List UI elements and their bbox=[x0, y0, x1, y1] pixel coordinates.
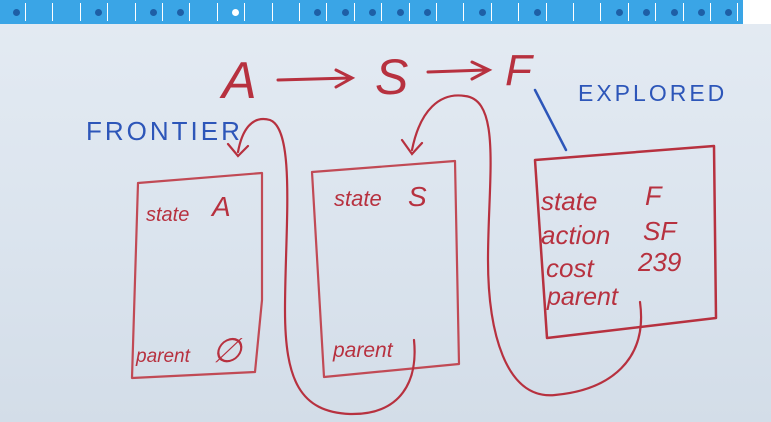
progress-marker-dot[interactable] bbox=[725, 9, 733, 16]
progress-marker-dot[interactable] bbox=[150, 9, 157, 16]
progress-segment[interactable] bbox=[521, 3, 547, 21]
card-f-state-label: state bbox=[541, 186, 597, 216]
progress-marker-dot[interactable] bbox=[177, 9, 185, 16]
card-f-action-value: SF bbox=[643, 216, 678, 246]
progress-segment[interactable] bbox=[603, 3, 629, 21]
progress-marker-dot[interactable] bbox=[533, 9, 541, 16]
progress-segment[interactable] bbox=[137, 3, 163, 21]
progress-marker-dot[interactable] bbox=[615, 9, 623, 16]
progress-segment[interactable] bbox=[630, 3, 657, 21]
progress-segment[interactable] bbox=[219, 3, 246, 21]
card-a-frame bbox=[130, 171, 264, 380]
card-a-parent-value: ∅ bbox=[212, 332, 243, 370]
sequence-node-a: A bbox=[219, 52, 257, 110]
sequence-node-f: F bbox=[505, 46, 534, 95]
progress-segment[interactable] bbox=[712, 3, 739, 21]
progress-marker-dot[interactable] bbox=[698, 9, 705, 16]
progress-marker-dot[interactable] bbox=[478, 9, 486, 16]
card-f-action-label: action bbox=[541, 220, 610, 250]
progress-segment[interactable] bbox=[192, 3, 218, 21]
progress-segment[interactable] bbox=[329, 3, 355, 21]
progress-segment[interactable] bbox=[685, 3, 711, 21]
progress-segment[interactable] bbox=[356, 3, 383, 21]
card-f-state-value: F bbox=[645, 181, 663, 211]
card-s-parent-label: parent bbox=[332, 339, 394, 362]
progress-segment[interactable] bbox=[411, 3, 437, 21]
progress-marker-dot[interactable] bbox=[396, 9, 404, 16]
arrow-s-to-f bbox=[426, 60, 493, 81]
sequence-node-s: S bbox=[375, 49, 408, 105]
progress-segment[interactable] bbox=[466, 3, 492, 21]
card-a-state-value: A bbox=[210, 191, 231, 222]
progress-segment[interactable] bbox=[658, 3, 684, 21]
progress-marker-dot[interactable] bbox=[95, 9, 103, 16]
progress-segment[interactable] bbox=[82, 3, 109, 21]
progress-segment[interactable] bbox=[548, 3, 574, 21]
progress-marker-dot[interactable] bbox=[670, 9, 678, 16]
arrow-a-to-s bbox=[276, 68, 356, 89]
progress-segment[interactable] bbox=[164, 3, 191, 21]
progress-segment[interactable] bbox=[27, 3, 54, 21]
progress-segment[interactable] bbox=[274, 3, 300, 21]
progress-segment[interactable] bbox=[438, 3, 465, 21]
card-f-cost-value: 239 bbox=[637, 247, 681, 277]
progress-marker-dot[interactable] bbox=[424, 9, 431, 16]
progress-segment[interactable] bbox=[110, 3, 136, 21]
card-s-parent-pointer bbox=[226, 117, 416, 416]
progress-marker-dot[interactable] bbox=[314, 9, 322, 16]
progress-segment[interactable] bbox=[247, 3, 273, 21]
progress-segment[interactable] bbox=[301, 3, 328, 21]
card-s-frame bbox=[310, 159, 461, 379]
card-a-state-label: state bbox=[146, 204, 189, 226]
progress-segment[interactable] bbox=[493, 3, 520, 21]
card-f-cost-label: cost bbox=[546, 253, 595, 283]
explored-label: EXPLORED bbox=[578, 80, 727, 106]
frontier-label: FRONTIER bbox=[86, 116, 243, 146]
card-f-parent-label: parent bbox=[546, 283, 619, 311]
card-s-state-value: S bbox=[408, 181, 427, 212]
progress-segment[interactable] bbox=[0, 3, 26, 21]
progress-strip-end bbox=[743, 0, 771, 24]
explored-pointer-line bbox=[533, 88, 568, 152]
progress-current-marker[interactable] bbox=[232, 9, 240, 16]
progress-segment[interactable] bbox=[55, 3, 81, 21]
progress-marker-dot[interactable] bbox=[341, 9, 349, 16]
progress-marker-dot[interactable] bbox=[643, 9, 651, 16]
card-f-parent-pointer bbox=[400, 94, 643, 397]
progress-segment[interactable] bbox=[740, 3, 766, 21]
progress-segment[interactable] bbox=[575, 3, 602, 21]
progress-segment[interactable] bbox=[384, 3, 410, 21]
progress-marker-dot[interactable] bbox=[369, 9, 377, 16]
card-s-state-label: state bbox=[334, 186, 382, 211]
card-a-parent-label: parent bbox=[135, 346, 191, 367]
card-f-frame bbox=[533, 144, 718, 340]
progress-marker-dot[interactable] bbox=[13, 9, 20, 16]
video-progress-strip[interactable] bbox=[0, 0, 771, 24]
